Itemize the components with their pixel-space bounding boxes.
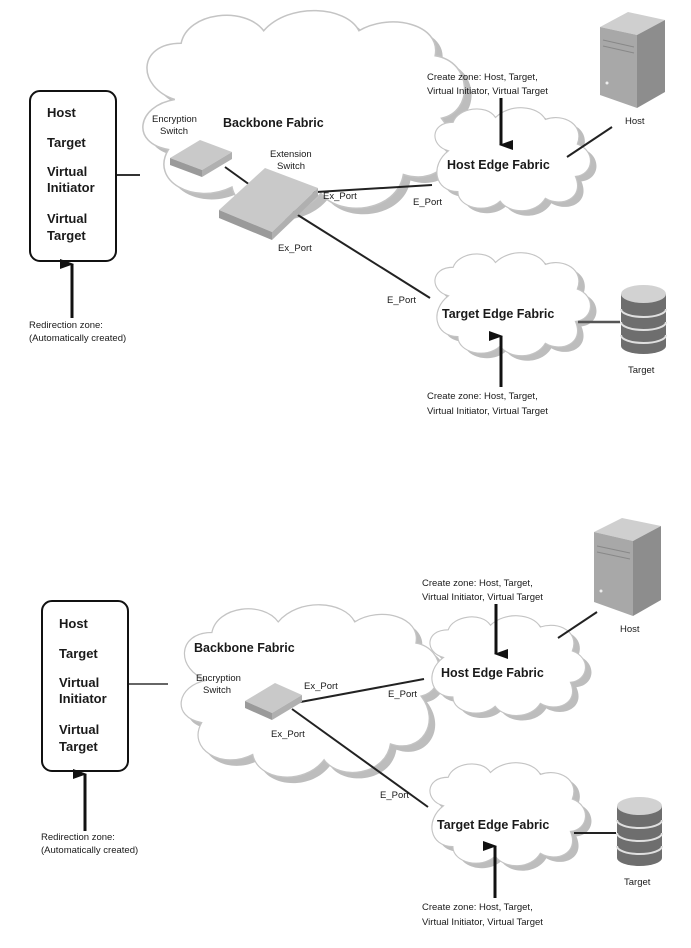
zone-item-virtual-initiator-2: Initiator <box>59 691 107 706</box>
switch-link-line <box>224 166 251 186</box>
ex-port-lower-label: Ex_Port <box>278 243 312 254</box>
target-edge-fabric-title: Target Edge Fabric <box>442 307 554 321</box>
zone-item-host: Host <box>47 105 77 120</box>
host-edge-note-line-1: Create zone: Host, Target, <box>427 72 538 83</box>
extension-switch-label-2: Switch <box>277 161 305 172</box>
redirection-note-line-2: (Automatically created) <box>41 845 138 856</box>
redirection-note-line-1: Redirection zone: <box>29 320 103 331</box>
host-server-icon <box>600 12 665 108</box>
zone-item-virtual-target-1: Virtual <box>59 722 99 737</box>
host-edge-note-line-1: Create zone: Host, Target, <box>422 578 533 589</box>
zone-item-virtual-initiator-1: Virtual <box>59 675 99 690</box>
target-edge-fabric-cloud <box>429 762 592 871</box>
encryption-switch-icon <box>170 140 232 177</box>
host-edge-to-host-link <box>557 611 598 639</box>
encryption-switch-icon <box>245 683 302 720</box>
backbone-fabric-title: Backbone Fabric <box>194 641 295 655</box>
zone-item-virtual-initiator-1: Virtual <box>47 164 87 179</box>
target-edge-note-line-1: Create zone: Host, Target, <box>422 902 533 913</box>
host-edge-note-line-2: Virtual Initiator, Virtual Target <box>427 86 548 97</box>
zone-item-virtual-target-1: Virtual <box>47 211 87 226</box>
redirection-note-line-1: Redirection zone: <box>41 832 115 843</box>
backbone-to-host-edge-link <box>294 678 425 704</box>
backbone-to-host-edge-link <box>299 184 433 194</box>
zone-item-target: Target <box>47 135 86 150</box>
target-storage-icon <box>616 797 663 866</box>
redirection-note-line-2: (Automatically created) <box>29 333 126 344</box>
host-edge-e-port-label: E_Port <box>413 197 442 208</box>
zone-item-virtual-initiator-2: Initiator <box>47 180 95 195</box>
diagram-2: Host Target Virtual Initiator Virtual Ta… <box>41 518 663 928</box>
host-device-label: Host <box>625 116 645 127</box>
ex-port-lower-label: Ex_Port <box>271 729 305 740</box>
zone-item-target: Target <box>59 646 98 661</box>
target-device-label: Target <box>628 365 655 376</box>
target-device-label: Target <box>624 877 651 888</box>
host-edge-fabric-title: Host Edge Fabric <box>441 666 544 680</box>
encryption-switch-label-1: Encryption <box>196 673 241 684</box>
target-edge-note-line-1: Create zone: Host, Target, <box>427 391 538 402</box>
ex-port-upper-label: Ex_Port <box>304 681 338 692</box>
encryption-switch-label-2: Switch <box>203 685 231 696</box>
backbone-fabric-title: Backbone Fabric <box>223 116 324 130</box>
diagram-1: Host Target Virtual Initiator Virtual Ta… <box>29 9 667 417</box>
target-edge-note-line-2: Virtual Initiator, Virtual Target <box>422 917 543 928</box>
target-edge-e-port-label: E_Port <box>387 295 416 306</box>
host-edge-e-port-label: E_Port <box>388 689 417 700</box>
host-edge-to-host-link <box>566 126 613 158</box>
target-edge-e-port-label: E_Port <box>380 790 409 801</box>
zone-item-host: Host <box>59 616 89 631</box>
zone-item-virtual-target-2: Target <box>59 739 98 754</box>
backbone-to-target-edge-link <box>292 211 431 299</box>
backbone-to-target-edge-link <box>291 708 429 808</box>
extension-switch-icon <box>219 168 318 240</box>
host-edge-fabric-title: Host Edge Fabric <box>447 158 550 172</box>
encryption-switch-label-2: Switch <box>160 126 188 137</box>
ex-port-upper-label: Ex_Port <box>323 191 357 202</box>
extension-switch-label-1: Extension <box>270 149 312 160</box>
encryption-switch-label-1: Encryption <box>152 114 197 125</box>
host-server-icon <box>594 518 661 616</box>
target-edge-note-line-2: Virtual Initiator, Virtual Target <box>427 406 548 417</box>
target-storage-icon <box>620 285 667 354</box>
host-device-label: Host <box>620 624 640 635</box>
target-edge-fabric-title: Target Edge Fabric <box>437 818 549 832</box>
zone-item-virtual-target-2: Target <box>47 228 86 243</box>
host-edge-note-line-2: Virtual Initiator, Virtual Target <box>422 592 543 603</box>
